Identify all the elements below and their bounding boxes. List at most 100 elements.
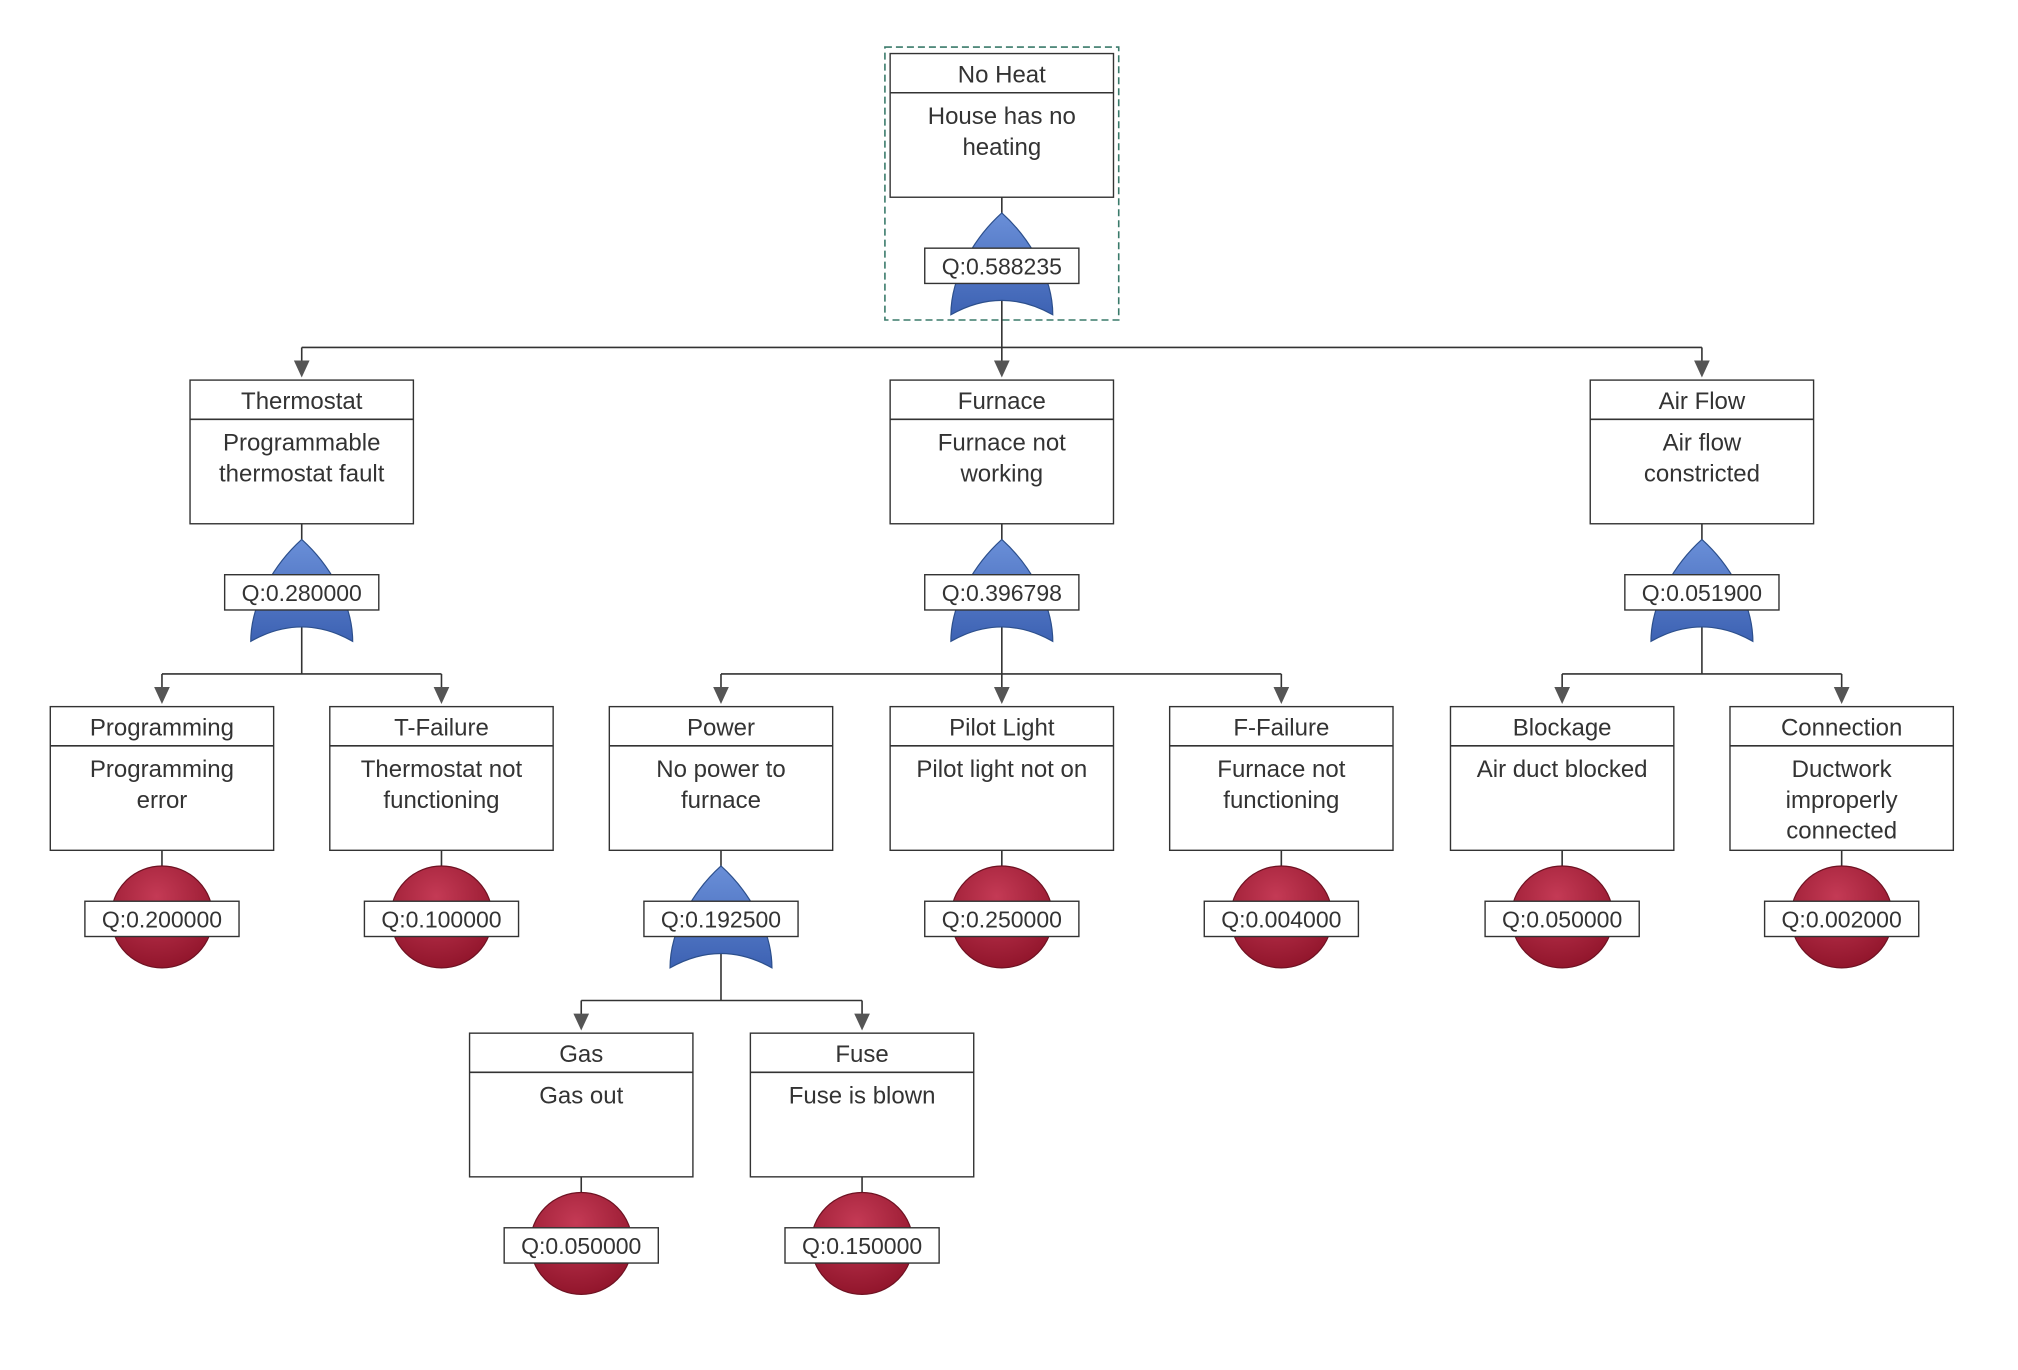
connector-thermostat [154, 623, 450, 705]
node-box [889, 379, 1115, 525]
probability-label: Q:0.200000 [102, 906, 222, 932]
connector-lines [154, 296, 1850, 1031]
node-name: Fuse [835, 1041, 888, 1068]
probability-box [503, 1227, 660, 1264]
node-name: Pilot Light [949, 714, 1055, 741]
node-description-line: working [959, 460, 1043, 487]
probability-label: Q:0.100000 [381, 906, 501, 932]
probability-box [84, 900, 240, 938]
arrow-down-icon [713, 687, 729, 705]
node-name: Air Flow [1659, 388, 1746, 415]
node-name: T-Failure [394, 714, 489, 741]
probability-box [363, 900, 520, 938]
node-description-line: Fuse is blown [789, 1083, 936, 1110]
node-box [468, 1032, 694, 1178]
node-description-line: Air duct blocked [1477, 756, 1648, 783]
arrow-down-icon [854, 1013, 870, 1031]
node-box [189, 379, 415, 525]
arrow-down-icon [1833, 687, 1850, 705]
node-description-line: Furnace not [938, 430, 1066, 457]
arrow-down-icon [433, 687, 450, 705]
node-description-line: error [137, 787, 188, 814]
probability-box [924, 247, 1080, 285]
connector-air-flow [1554, 623, 1850, 705]
node-box [1449, 705, 1675, 852]
node-description-line: heating [962, 134, 1041, 161]
node-description-line: No power to [656, 756, 785, 783]
node-connection[interactable]: ConnectionDuctworkimproperlyconnectedQ:0… [1729, 705, 1955, 969]
node-name: Blockage [1513, 714, 1612, 741]
arrow-down-icon [154, 687, 170, 705]
node-name: Gas [559, 1041, 603, 1068]
node-box [49, 705, 275, 852]
node-name: Programming [90, 714, 234, 741]
node-description-line: Furnace not [1217, 756, 1345, 783]
node-description-line: Programming [90, 756, 234, 783]
node-description-line: functioning [1223, 787, 1339, 814]
node-name: Furnace [958, 388, 1046, 415]
node-box [608, 705, 834, 852]
probability-label: Q:0.192500 [661, 906, 781, 932]
node-description-line: Ductwork [1792, 756, 1893, 783]
arrow-down-icon [993, 687, 1010, 705]
node-box [749, 1032, 975, 1178]
probability-box [1484, 900, 1640, 938]
connector-power [573, 949, 870, 1031]
probability-label: Q:0.050000 [1502, 906, 1622, 932]
connector-no-heat [293, 296, 1710, 378]
probability-label: Q:0.396798 [942, 580, 1062, 606]
arrow-down-icon [573, 1013, 590, 1031]
probability-label: Q:0.280000 [242, 580, 362, 606]
node-description-line: Air flow [1663, 430, 1742, 457]
probability-box [784, 1227, 940, 1264]
node-description-line: functioning [383, 787, 499, 814]
selection-outline [884, 46, 1120, 321]
arrow-down-icon [293, 360, 310, 378]
node-description-line: thermostat fault [219, 460, 385, 487]
node-box [1589, 379, 1815, 525]
connector-furnace [713, 623, 1290, 705]
probability-box [223, 574, 380, 611]
probability-label: Q:0.150000 [802, 1233, 922, 1259]
probability-label: Q:0.002000 [1782, 906, 1902, 932]
arrow-down-icon [1694, 360, 1710, 378]
probability-box [1624, 574, 1780, 611]
probability-label: Q:0.004000 [1221, 906, 1341, 932]
node-name: Power [687, 714, 755, 741]
node-name: No Heat [958, 61, 1046, 88]
node-description-line: Pilot light not on [916, 756, 1087, 783]
node-description-line: improperly [1786, 787, 1898, 814]
node-name: F-Failure [1233, 714, 1329, 741]
node-description-line: connected [1786, 818, 1897, 845]
probability-label: Q:0.051900 [1642, 580, 1762, 606]
node-box [1168, 705, 1394, 852]
probability-box [1203, 900, 1360, 938]
node-description-line: Gas out [539, 1083, 623, 1110]
node-description-line: Programmable [223, 430, 380, 457]
node-name: Thermostat [241, 388, 363, 415]
arrow-down-icon [1554, 687, 1570, 705]
node-description-line: constricted [1644, 460, 1760, 487]
probability-label: Q:0.050000 [521, 1233, 641, 1259]
probability-box [1763, 900, 1920, 938]
node-description-line: Thermostat not [361, 756, 523, 783]
node-box [889, 52, 1115, 198]
probability-box [924, 574, 1080, 611]
arrow-down-icon [993, 360, 1010, 378]
node-box [329, 705, 554, 852]
probability-label: Q:0.588235 [942, 253, 1062, 279]
node-box [889, 705, 1115, 852]
